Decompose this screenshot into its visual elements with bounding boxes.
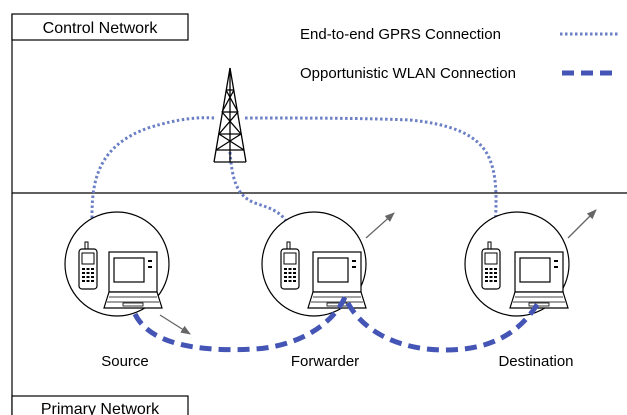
- destination-node: Destination: [464, 209, 597, 370]
- node-label: Forwarder: [291, 353, 359, 370]
- wlan-connection-path: [132, 290, 543, 353]
- laptop-icon: [307, 251, 367, 309]
- control-network-label: Control Network: [43, 20, 159, 37]
- legend-wlan-label: Opportunistic WLAN Connection: [300, 65, 516, 82]
- movement-arrow-icon: [159, 314, 191, 335]
- laptop-icon: [509, 251, 569, 309]
- source-node: Source: [64, 211, 191, 370]
- mobile-phone-icon: [78, 241, 98, 290]
- laptop-icon: [103, 251, 163, 309]
- cell-tower-icon: [213, 67, 247, 163]
- gprs-connection-path: [90, 116, 498, 259]
- mobile-phone-icon: [280, 241, 300, 290]
- primary-network-box: [11, 395, 189, 415]
- node-label: Destination: [498, 353, 573, 370]
- movement-arrow-icon: [365, 212, 395, 239]
- legend-gprs-label: End-to-end GPRS Connection: [300, 26, 501, 43]
- control-network-box: [11, 13, 189, 41]
- node-label: Source: [101, 353, 149, 370]
- mobile-phone-icon: [481, 241, 501, 290]
- primary-network-label: Primary Network: [41, 401, 160, 415]
- movement-arrow-icon: [567, 209, 597, 239]
- forwarder-node: Forwarder: [261, 211, 395, 370]
